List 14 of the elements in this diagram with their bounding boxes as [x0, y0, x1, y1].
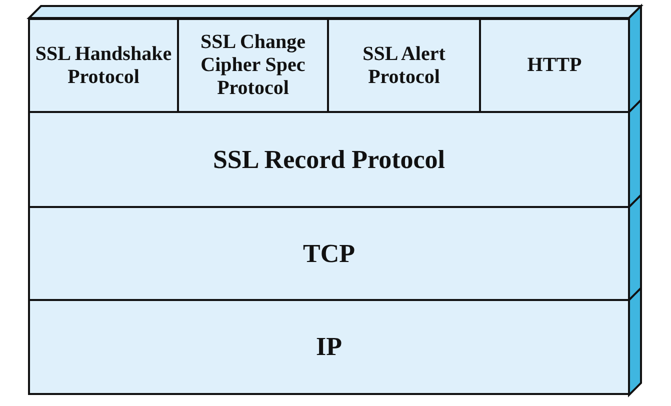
layer-label: IP — [315, 332, 343, 362]
protocol-layer-box — [28, 111, 630, 208]
layer-label: TCP — [302, 238, 356, 268]
protocol-layer-box — [479, 18, 630, 113]
protocol-layer-box — [177, 18, 329, 113]
layer-label: SSL Handshake Protocol — [34, 42, 173, 88]
protocol-layer-box — [327, 18, 481, 113]
layer-label: SSL Change Cipher Spec Protocol — [199, 31, 307, 100]
layer-label: SSL Alert Protocol — [362, 42, 446, 88]
protocol-layer-box — [28, 206, 630, 301]
layer-label: HTTP — [526, 54, 583, 77]
layer-label: SSL Record Protocol — [212, 144, 446, 174]
protocol-layer-box — [28, 299, 630, 395]
protocol-layer-box — [28, 18, 179, 113]
